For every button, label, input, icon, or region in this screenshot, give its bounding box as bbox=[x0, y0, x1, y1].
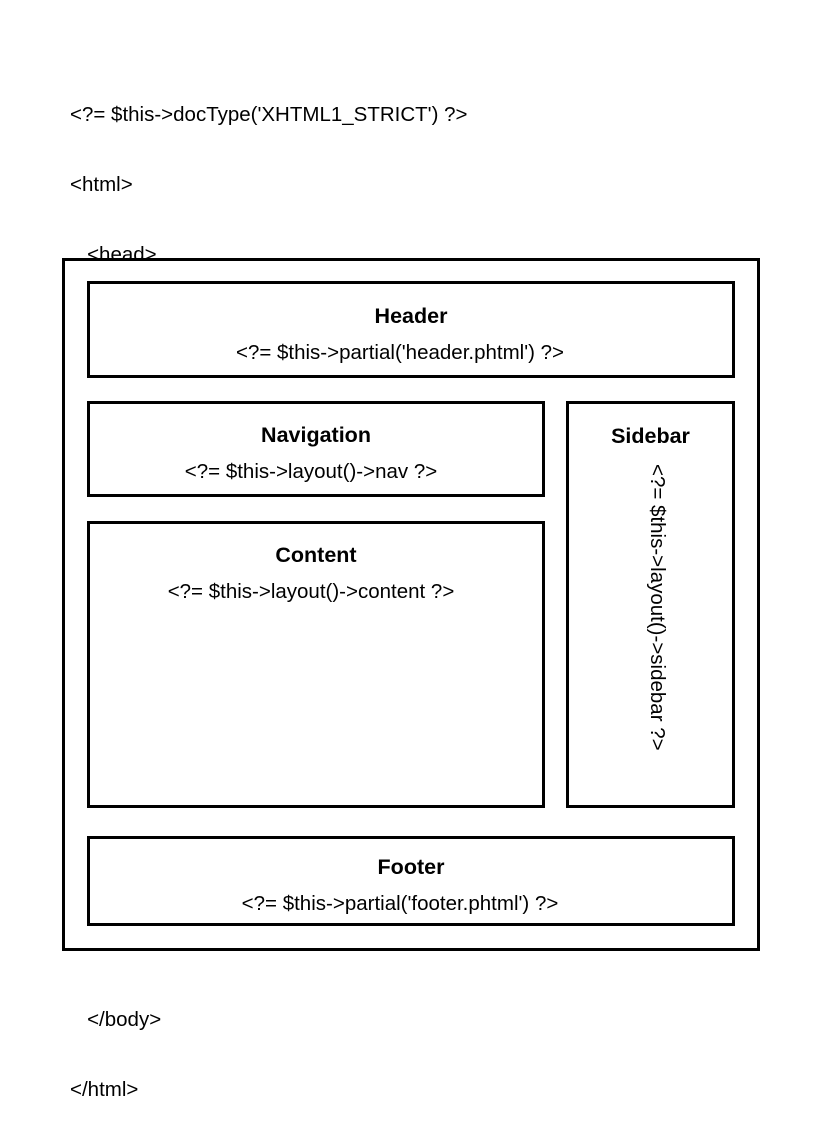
code-line: </html> bbox=[70, 1078, 139, 1102]
navigation-region-code: <?= $this->layout()->nav ?> bbox=[184, 460, 438, 483]
navigation-region-box: Navigation <?= $this->layout()->nav ?> bbox=[87, 401, 545, 497]
navigation-region-title: Navigation bbox=[261, 423, 371, 447]
header-region-title: Header bbox=[374, 304, 448, 328]
content-region-title: Content bbox=[275, 543, 357, 567]
bottom-code-block: </body> </html> bbox=[70, 962, 161, 1124]
sidebar-region-title: Sidebar bbox=[611, 424, 690, 448]
sidebar-region-code-rotated: <?= $this->layout()->sidebar ?> bbox=[569, 464, 732, 801]
sidebar-region-code: <?= $this->layout()->sidebar ?> bbox=[645, 464, 669, 751]
code-line: <html> bbox=[70, 173, 133, 197]
header-region-box: Header <?= $this->partial('header.phtml'… bbox=[87, 281, 735, 378]
header-region-code: <?= $this->partial('header.phtml') ?> bbox=[235, 341, 565, 364]
footer-region-code: <?= $this->partial('footer.phtml') ?> bbox=[241, 892, 559, 915]
code-line: </body> bbox=[70, 1008, 162, 1032]
code-line: <?= $this->docType('XHTML1_STRICT') ?> bbox=[70, 103, 468, 127]
content-region-box: Content <?= $this->layout()->content ?> bbox=[87, 521, 545, 808]
sidebar-region-box: Sidebar <?= $this->layout()->sidebar ?> bbox=[566, 401, 735, 808]
body-container-box: Header <?= $this->partial('header.phtml'… bbox=[62, 258, 760, 951]
footer-region-title: Footer bbox=[377, 855, 445, 879]
content-region-code: <?= $this->layout()->content ?> bbox=[167, 580, 455, 603]
footer-region-box: Footer <?= $this->partial('footer.phtml'… bbox=[87, 836, 735, 926]
